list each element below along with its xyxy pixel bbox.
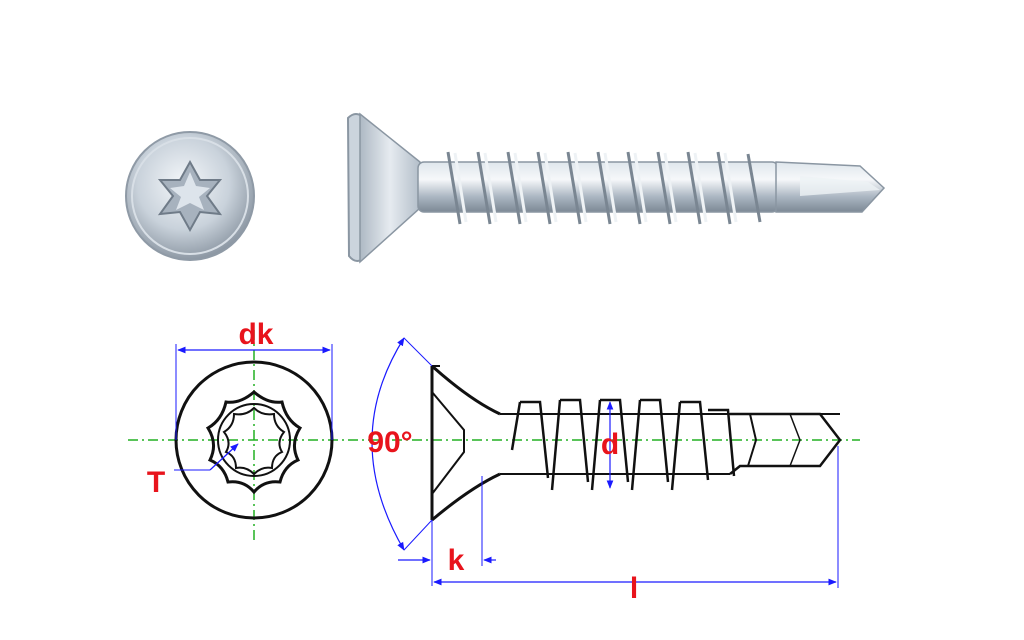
head-top-view-drawing xyxy=(128,330,372,540)
length-label: l xyxy=(630,572,638,605)
screw-side-view-photo xyxy=(346,112,886,264)
head-diameter-label: dk xyxy=(238,318,273,351)
head-height-label: k xyxy=(448,544,465,577)
drive-size-dimension xyxy=(174,443,239,471)
length-dimension xyxy=(433,446,839,588)
head-height-dimension xyxy=(398,476,496,586)
countersink-angle-label: 90° xyxy=(367,426,412,459)
thread-diameter-label: d xyxy=(601,428,619,461)
screw-side-view-drawing xyxy=(372,364,860,522)
head-diameter-dimension xyxy=(175,344,333,440)
countersink-angle-dimension xyxy=(371,337,433,551)
drive-size-label: T xyxy=(147,466,165,499)
head-top-view-photo xyxy=(125,131,255,261)
